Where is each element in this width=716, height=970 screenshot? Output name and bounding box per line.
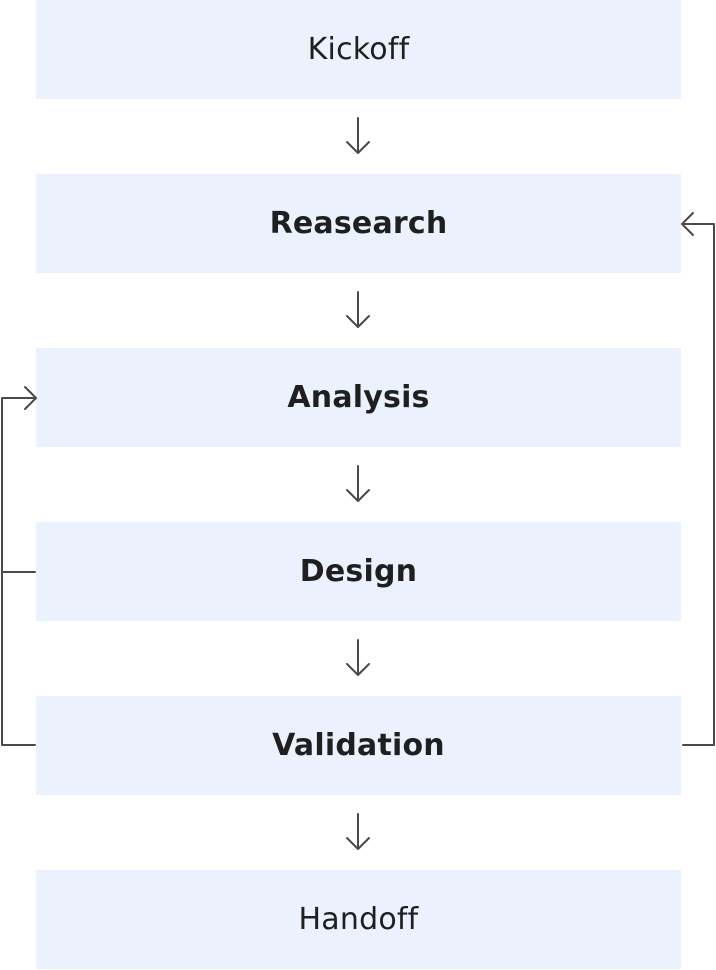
down-arrow-kickoff-research — [346, 117, 370, 154]
step-analysis: Analysis — [36, 348, 681, 447]
step-design-label: Design — [299, 554, 418, 589]
down-arrow-validation-handoff — [346, 813, 370, 850]
step-kickoff-label: Kickoff — [307, 32, 410, 67]
step-validation-label: Validation — [272, 728, 445, 763]
step-kickoff: Kickoff — [36, 0, 681, 99]
step-handoff-label: Handoff — [298, 902, 419, 937]
step-design: Design — [36, 522, 681, 621]
down-arrow-analysis-design — [346, 465, 370, 502]
right-loop-to-research — [681, 212, 715, 746]
step-research-label: Reasearch — [269, 206, 448, 241]
down-arrow-research-analysis — [346, 291, 370, 328]
step-research: Reasearch — [36, 174, 681, 273]
step-handoff: Handoff — [36, 870, 681, 969]
left-loop-to-analysis — [1, 386, 37, 746]
down-arrow-design-validation — [346, 639, 370, 676]
step-validation: Validation — [36, 696, 681, 795]
step-analysis-label: Analysis — [287, 380, 430, 415]
